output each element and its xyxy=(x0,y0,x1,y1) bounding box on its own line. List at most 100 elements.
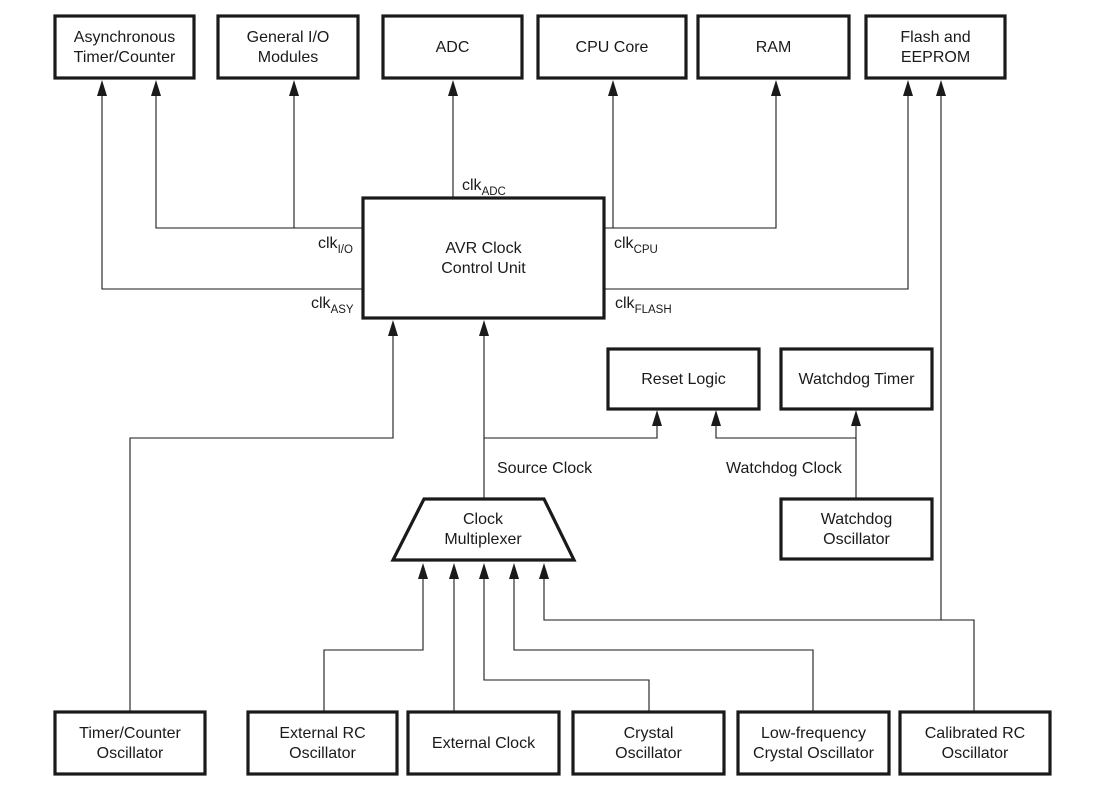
wires xyxy=(97,80,975,712)
consumer-cpu-core-box-label: CPU Core xyxy=(576,39,649,56)
consumer-cpu-core-box: CPU Core xyxy=(536,14,688,80)
reset-logic-box-label: Reset Logic xyxy=(641,371,726,388)
tc-osc-asy-line xyxy=(129,334,394,712)
clk-adc-arrow-icon xyxy=(448,80,458,96)
source-tc-osc-box-border xyxy=(53,710,207,776)
watchdog-timer-arrow-icon xyxy=(851,410,861,426)
mux-input-arrow-icon-2 xyxy=(449,563,459,579)
source-lf-crystal-box-label: Low-frequency xyxy=(761,725,866,742)
consumer-async-timer-box-label: Asynchronous xyxy=(74,29,175,46)
mux-input-arrow-icon-1 xyxy=(418,563,428,579)
clock-multiplexer-label: Clock xyxy=(463,511,504,528)
source-cal-rc-box-label: Calibrated RC xyxy=(925,725,1025,742)
consumer-async-timer-box-border xyxy=(53,14,196,80)
watchdog-timer-box: Watchdog Timer xyxy=(779,347,934,411)
consumer-flash-eeprom-box-border xyxy=(864,14,1007,80)
source-lf-crystal-box-label: Crystal Oscillator xyxy=(753,745,875,762)
avr-clock-control-unit-box-label: Control Unit xyxy=(441,260,526,277)
source-clock-label: Source Clock xyxy=(497,460,593,477)
watchdog-timer-box-border xyxy=(779,347,934,411)
source-ext-clock-box-border xyxy=(406,710,561,776)
source-crystal-box-label: Crystal xyxy=(624,725,674,742)
watchdog-oscillator-box-label: Watchdog xyxy=(821,511,892,528)
consumer-ram-box-border xyxy=(696,14,851,80)
reset-logic-box-border xyxy=(606,347,761,411)
consumer-ram-box-label: RAM xyxy=(756,39,792,56)
mux-input-arrow-icon-3 xyxy=(479,563,489,579)
source-lf-crystal-box-border xyxy=(736,710,891,776)
mux-input-arrow-icon-4 xyxy=(509,563,519,579)
clk-cpu-label: clkCPU xyxy=(614,235,658,256)
mux-input-arrow-icon-5 xyxy=(539,563,549,579)
source-crystal-box-border xyxy=(571,710,726,776)
clk-asy-line xyxy=(101,94,363,290)
source-ext-rc-box: External RC Oscillator xyxy=(246,710,399,776)
watchdog-reset-arrow-icon xyxy=(711,410,721,426)
source-ext-rc-box-label: External RC xyxy=(279,725,365,742)
mux-input-line-3 xyxy=(483,579,650,712)
source-crystal-box-label: Oscillator xyxy=(615,745,682,762)
clk-io-label: clkI/O xyxy=(318,235,353,256)
source-clock-arrow-icon xyxy=(479,320,489,336)
consumer-async-timer-box-label: Timer/Counter xyxy=(74,49,176,66)
avr-clock-control-unit-box-label: AVR Clock xyxy=(445,240,522,257)
consumer-adc-box-label: ADC xyxy=(436,39,470,56)
source-cal-rc-box-border xyxy=(898,710,1052,776)
watchdog-timer-box-label: Watchdog Timer xyxy=(799,371,916,388)
consumer-cpu-core-box-border xyxy=(536,14,688,80)
source-tc-osc-box-label: Timer/Counter xyxy=(79,725,181,742)
clk-adc-label: clkADC xyxy=(462,177,506,198)
watchdog-oscillator-box-border xyxy=(779,497,934,561)
consumer-adc-box: ADC xyxy=(381,14,524,80)
source-ext-rc-box-border xyxy=(246,710,399,776)
consumer-general-io-box-label: General I/O xyxy=(247,29,330,46)
clk-asy-arrow-icon xyxy=(97,80,107,96)
clk-flash-arrow-icon xyxy=(903,80,913,96)
clk-ram-arrow-icon xyxy=(771,80,781,96)
avr-clock-control-unit-box-border xyxy=(361,196,606,320)
source-ext-clock-box-label: External Clock xyxy=(432,735,536,752)
consumer-general-io-box-border xyxy=(216,14,360,80)
consumer-flash-eeprom-box-label: Flash and xyxy=(900,29,970,46)
mux-input-line-5 xyxy=(543,579,975,712)
clk-io-gio-arrow-icon xyxy=(289,80,299,96)
clk-io-line xyxy=(155,94,363,229)
tc-osc-asy-arrow-icon xyxy=(388,320,398,336)
source-reset-line xyxy=(484,424,658,439)
labels: clkADC clkI/O clkASY clkCPU clkFLASH Watchdog… xyxy=(311,177,843,477)
consumer-general-io-box: General I/O Modules xyxy=(216,14,360,80)
reset-logic-box: Reset Logic xyxy=(606,347,761,411)
consumer-flash-eeprom-box-label: EEPROM xyxy=(901,49,970,66)
source-cal-rc-box: Calibrated RC Oscillator xyxy=(898,710,1052,776)
clk-flash-line xyxy=(604,94,909,290)
consumer-general-io-box-label: Modules xyxy=(258,49,318,66)
clk-cpu-arrow-icon xyxy=(608,80,618,96)
watchdog-clock-label: Watchdog Clock xyxy=(726,460,843,477)
mux-input-line-4 xyxy=(513,579,814,712)
watchdog-reset-line xyxy=(715,424,856,439)
source-reset-arrow-icon xyxy=(652,410,662,426)
source-ext-clock-box: External Clock xyxy=(406,710,561,776)
consumer-adc-box-border xyxy=(381,14,524,80)
clock-multiplexer-border xyxy=(390,497,577,562)
clk-flash-label: clkFLASH xyxy=(615,295,672,316)
watchdog-oscillator-box-label: Oscillator xyxy=(823,531,890,548)
consumer-ram-box: RAM xyxy=(696,14,851,80)
clk-asy-label: clkASY xyxy=(311,295,354,316)
mux-input-line-1 xyxy=(323,579,424,712)
cal-rc-flash-arrow-icon xyxy=(936,80,946,96)
source-cal-rc-box-label: Oscillator xyxy=(942,745,1009,762)
clock-multiplexer-label: Multiplexer xyxy=(444,531,522,548)
source-tc-osc-box-label: Oscillator xyxy=(97,745,164,762)
clk-io-async-arrow-icon xyxy=(151,80,161,96)
source-ext-rc-box-label: Oscillator xyxy=(289,745,356,762)
